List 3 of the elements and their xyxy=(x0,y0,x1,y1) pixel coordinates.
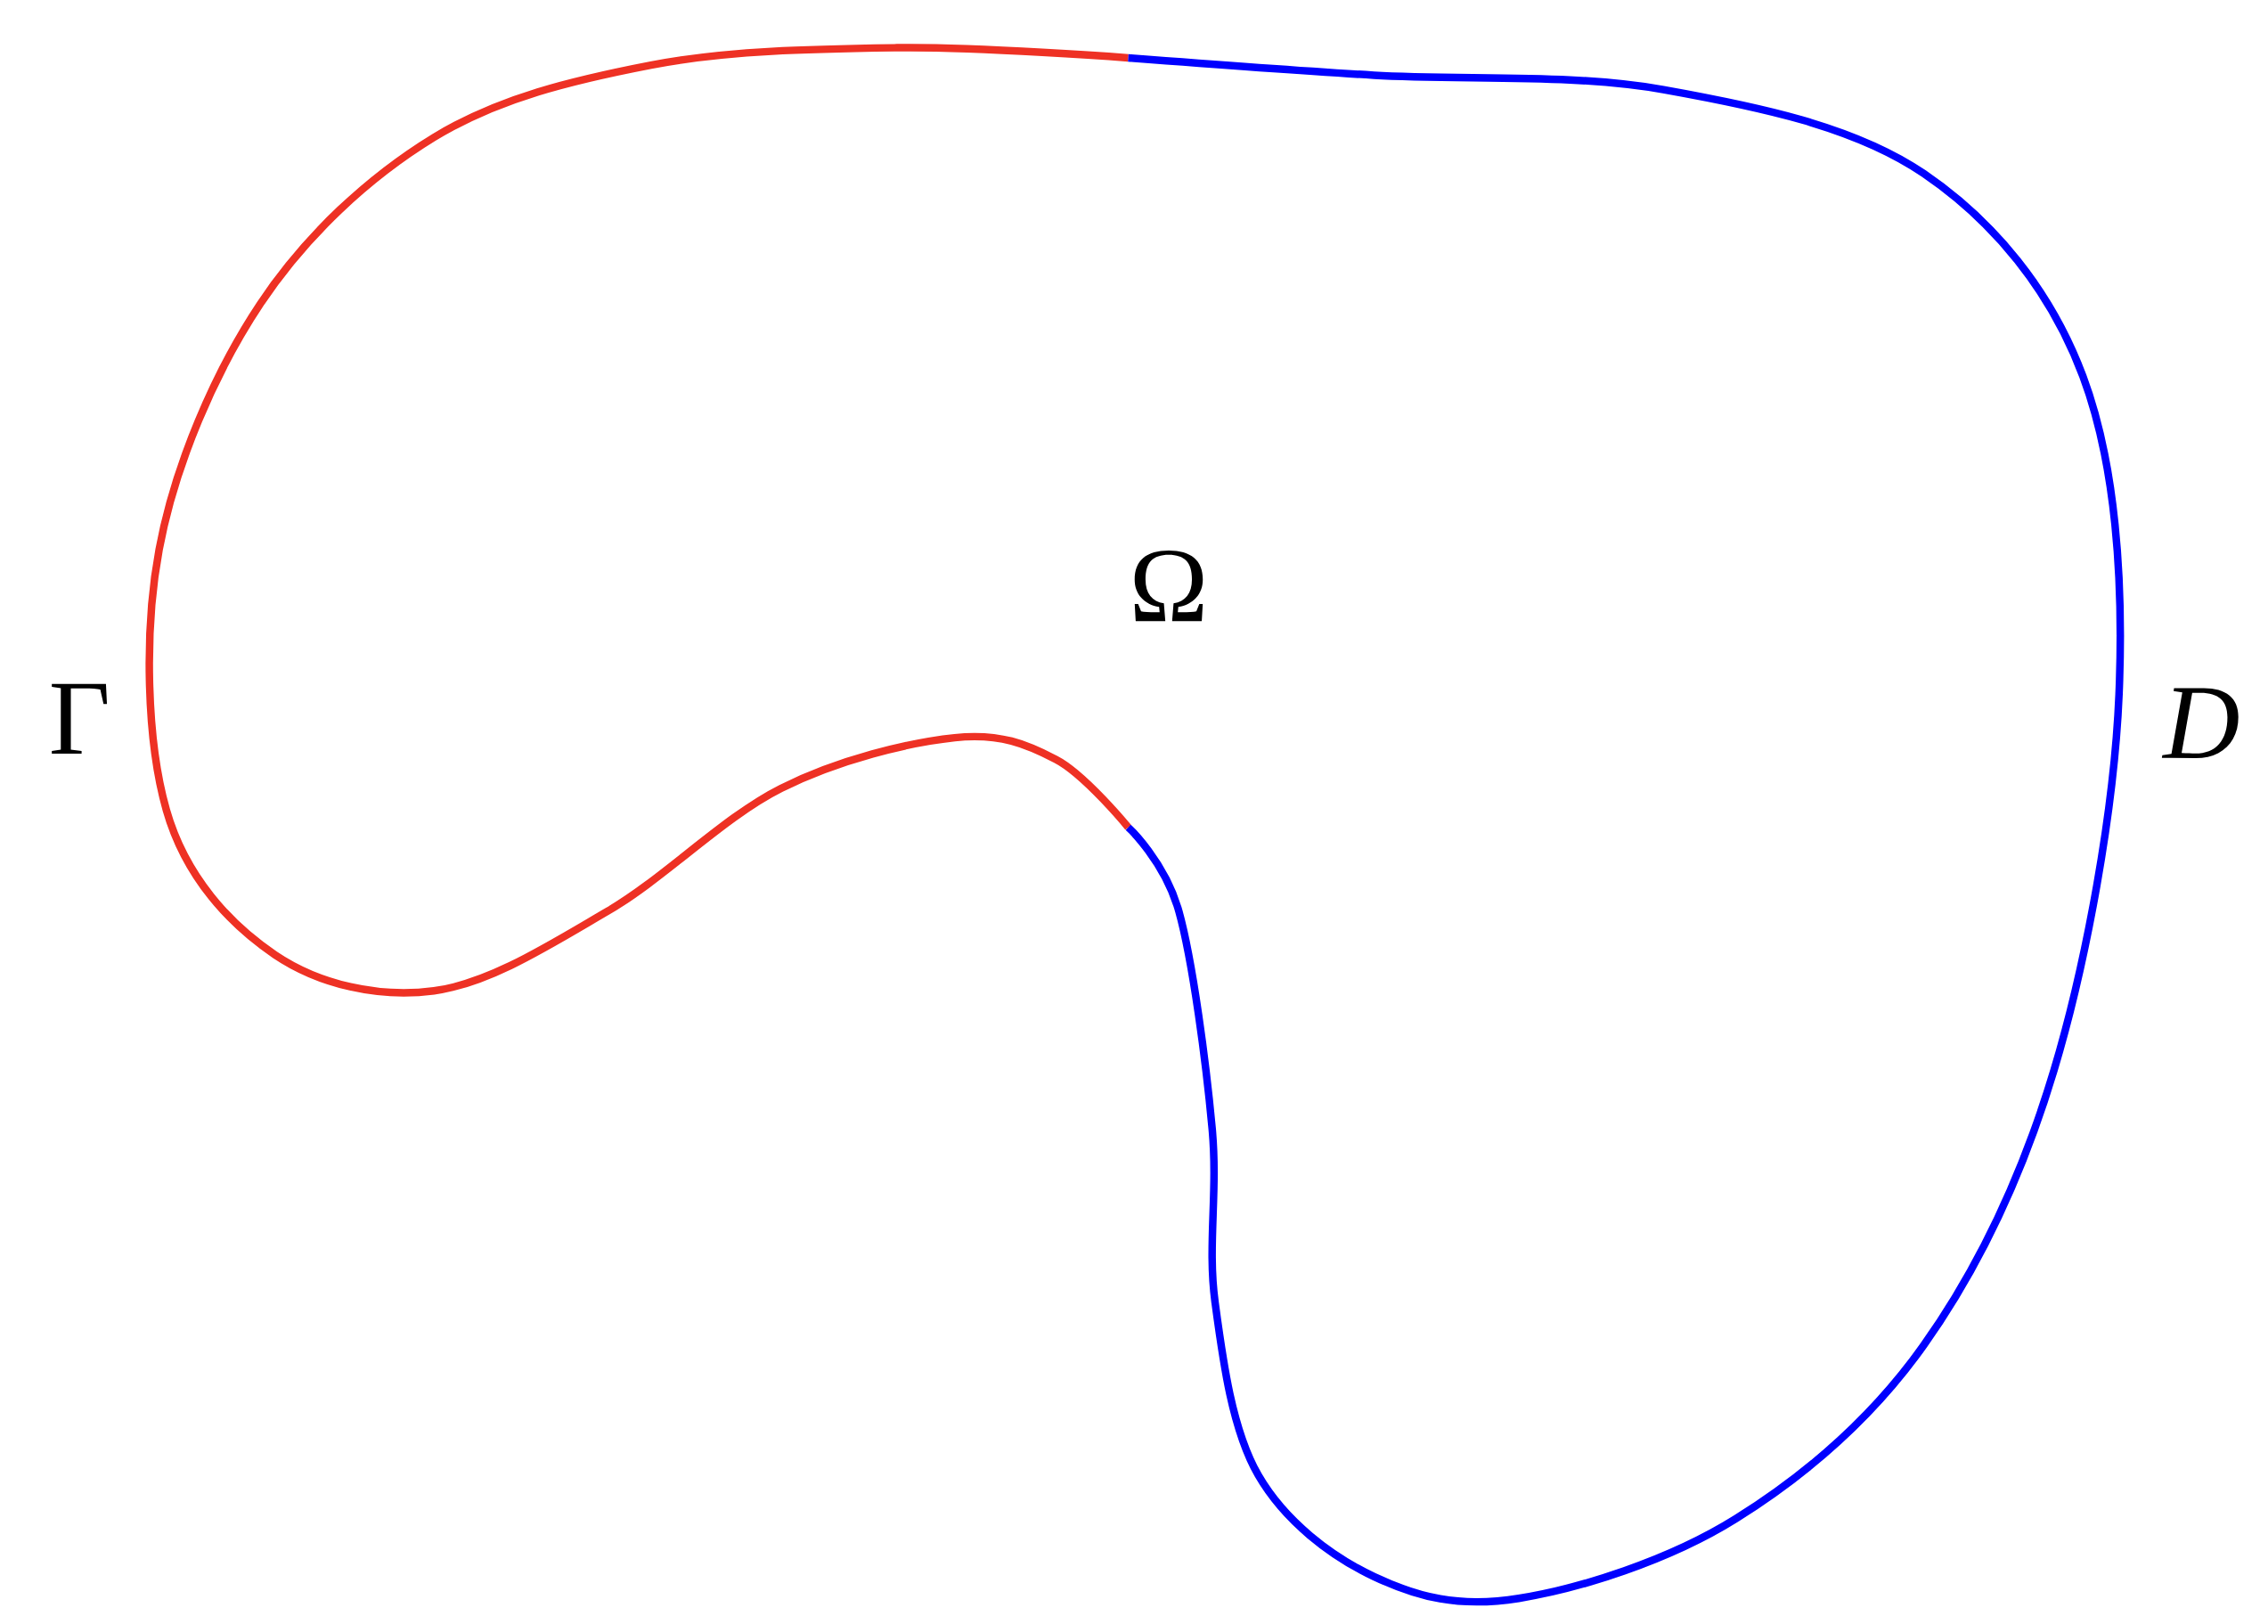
region-label: Ω xyxy=(1134,550,1203,621)
boundary-label: Γ xyxy=(52,683,108,754)
boundary-label: D xyxy=(2161,688,2239,758)
